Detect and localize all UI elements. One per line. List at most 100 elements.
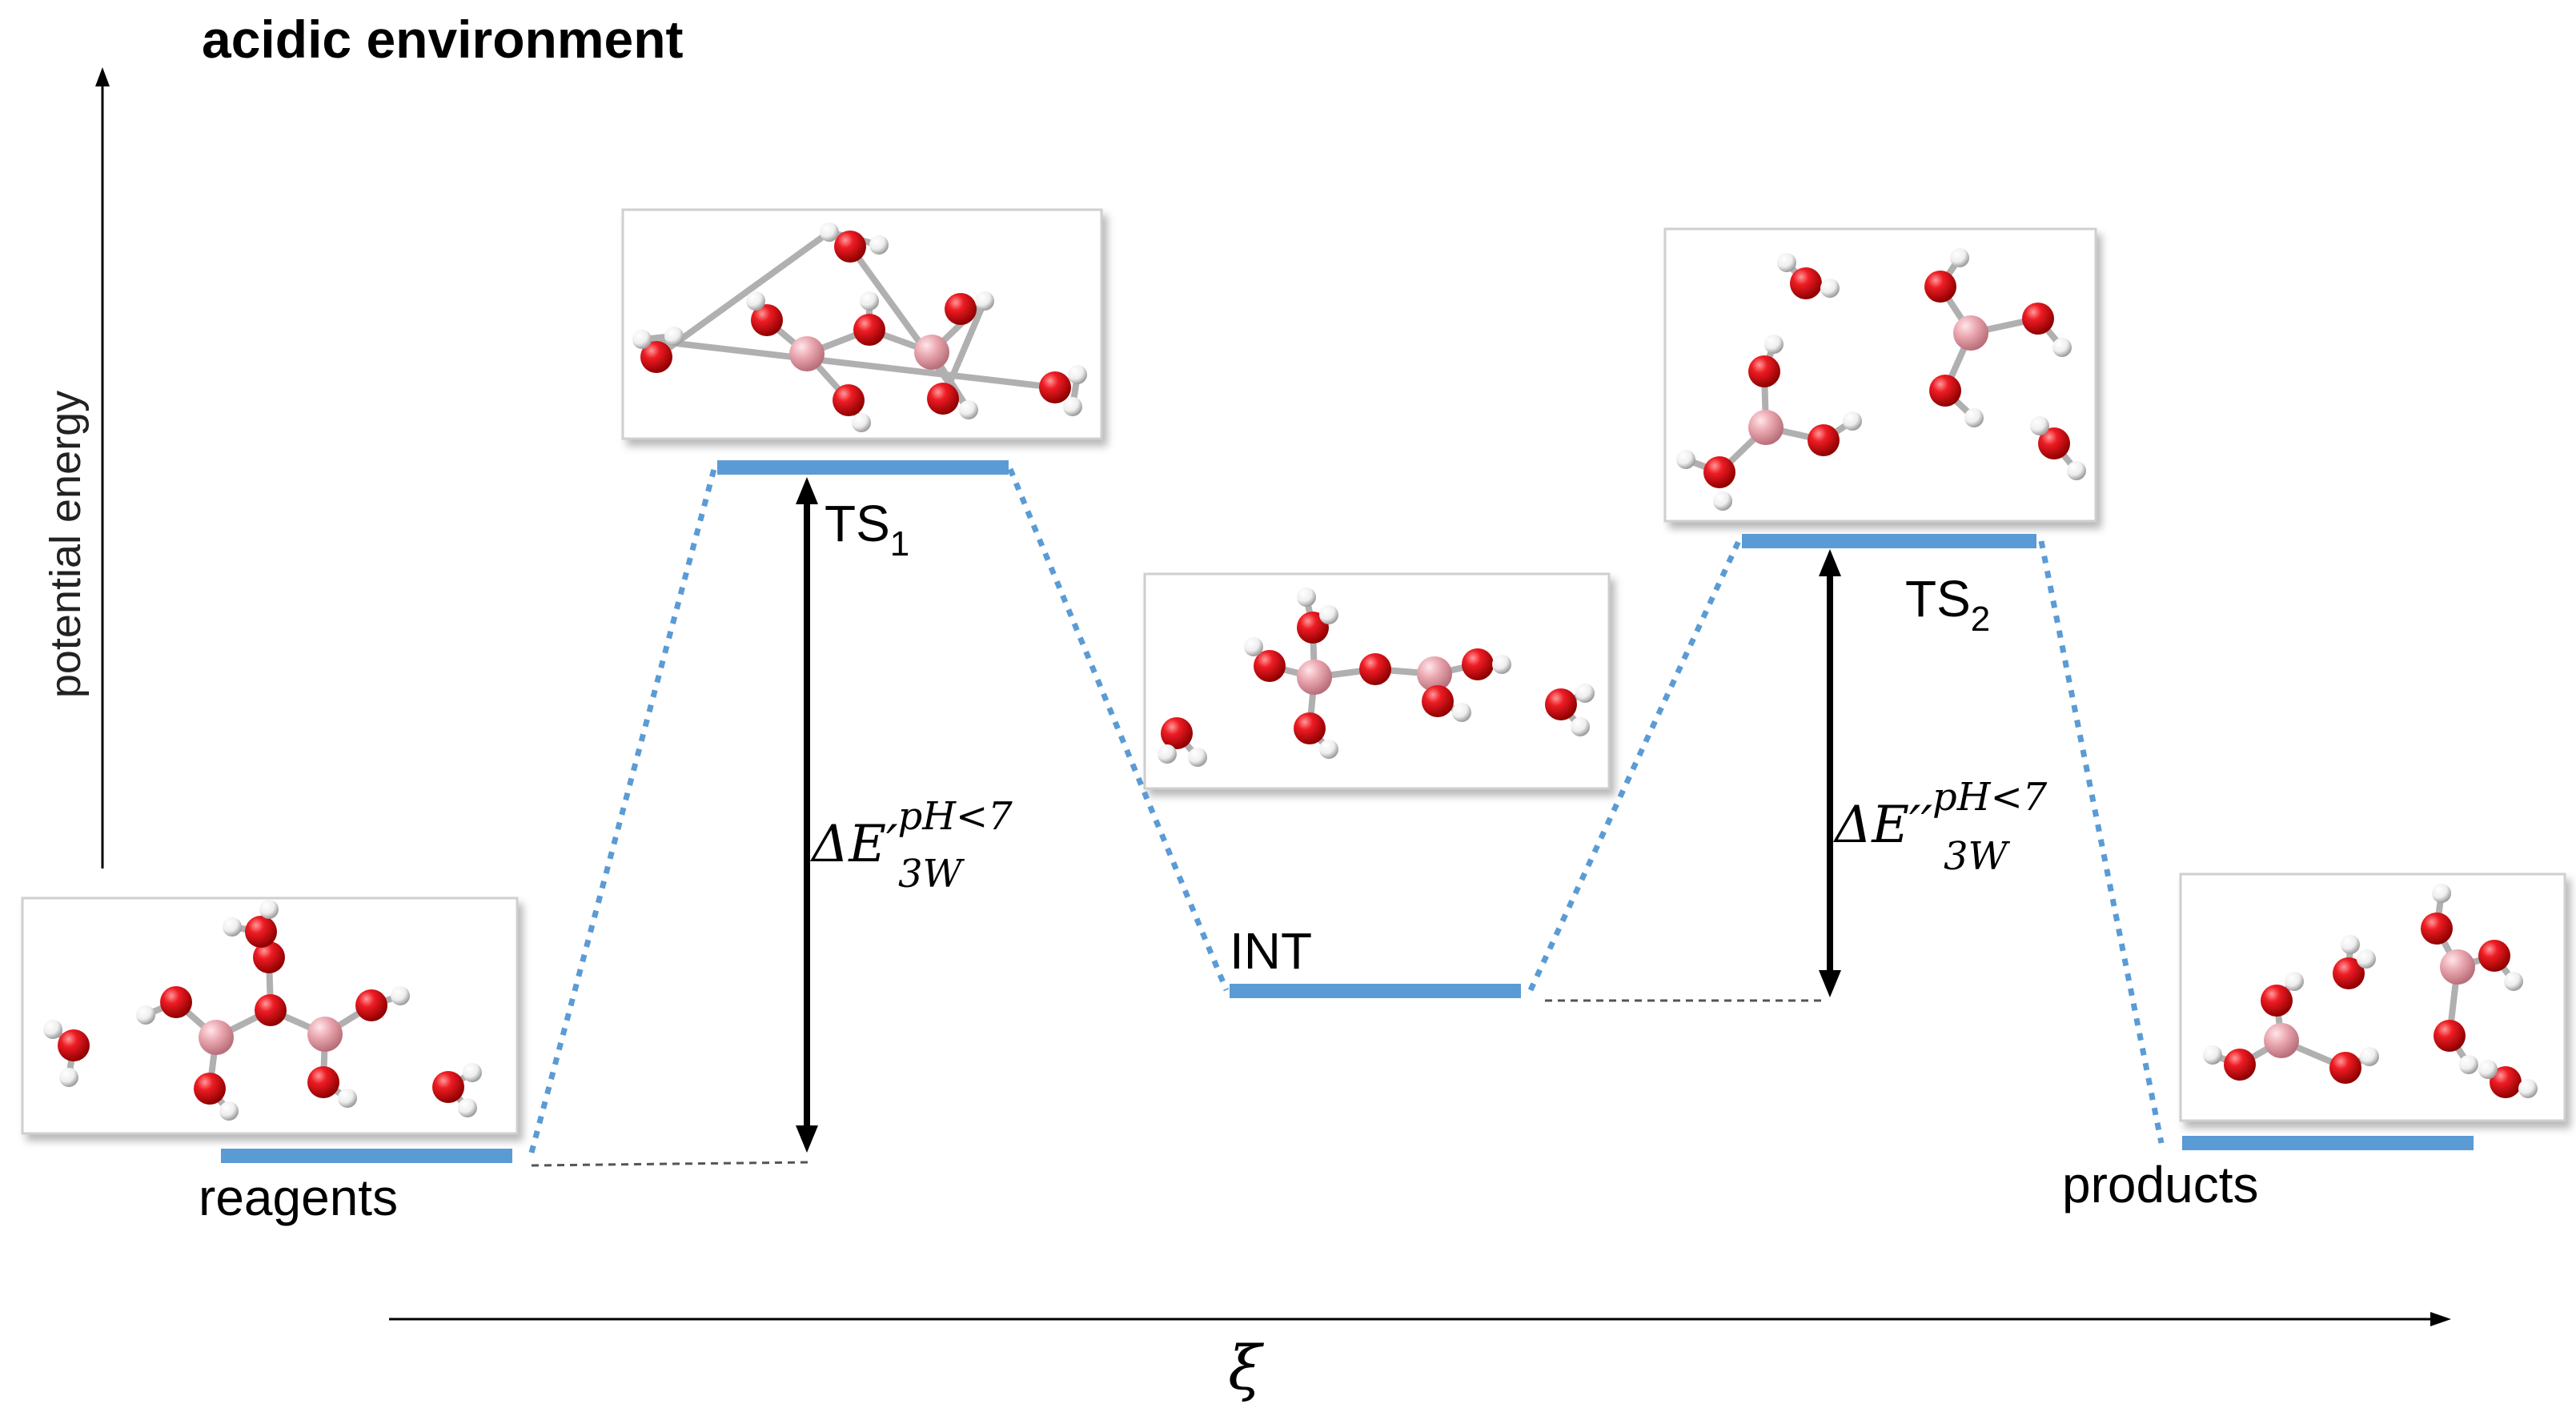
hydrogen-atom [2357,949,2376,969]
oxygen-atom [1808,424,1840,456]
hydrogen-atom [1492,655,1511,674]
oxygen-atom [432,1071,464,1103]
hydrogen-atom [1068,365,1087,384]
oxygen-atom [253,941,285,973]
hydrogen-atom [852,413,871,432]
hydrogen-atom [2432,884,2451,903]
boron-atom [1297,660,1332,695]
hydrogen-atom [136,1005,155,1025]
hydrogen-atom [463,1063,482,1082]
oxygen-atom [245,916,277,948]
oxygen-atom [833,384,865,416]
ts2-label-main: TS [1905,570,1971,628]
bond [653,229,833,360]
hydrogen-atom [1713,491,1732,511]
oxygen-atom [1422,685,1454,717]
hydrogen-atom [869,235,889,255]
hydrogen-atom [2360,1047,2379,1066]
oxygen-atom [2421,913,2453,945]
oxygen-atom [1703,456,1735,488]
ts2-label-sub: 2 [1971,600,1990,639]
hydrogen-atom [746,291,765,311]
hydrogen-atom [458,1098,477,1117]
atoms [1158,588,1595,767]
barrier-label-1-delta: ΔE′ [809,815,898,874]
hydrogen-atom [1319,605,1338,624]
hydrogen-atom [1571,717,1590,736]
hydrogen-atom [219,1101,239,1121]
oxygen-atom [1039,371,1071,403]
hydrogen-atom [2203,1045,2222,1065]
barrier-label-2: ΔE′′pH<7 [1832,775,2048,855]
ts1-label: TS1 [825,495,909,564]
reagents-reference-line [531,1161,811,1167]
y-axis-label: potential energy [42,391,90,698]
hydrogen-atom [1244,637,1263,656]
hydrogen-atom [1188,748,1207,767]
oxygen-atom [58,1029,90,1061]
hydrogen-atom [2504,972,2523,991]
oxygen-atom [1254,650,1286,682]
atoms [43,900,482,1121]
oxygen-atom [307,1066,339,1098]
hydrogen-atom [223,917,242,937]
hydrogen-atom [632,330,652,349]
hydrogen-atom [259,900,279,919]
hydrogen-atom [391,986,410,1005]
oxygen-atom [834,231,866,263]
y-axis [95,67,110,868]
barrier-arrow-2 [1819,549,1841,997]
barrier-label-2-sub: 3W [1944,834,2011,879]
boron-atom [1417,656,1452,692]
oxygen-atom [2224,1049,2256,1081]
hydrogen-atom [2459,1055,2478,1074]
boron-atom [1953,315,1988,351]
oxygen-atom [853,314,885,346]
oxygen-atom [1462,648,1494,680]
hydrogen-atom [860,291,879,311]
hydrogen-atom [1158,744,1177,764]
hydrogen-atom [2067,461,2086,480]
oxygen-atom [751,304,783,336]
oxygen-atom [1748,355,1780,387]
atoms [1676,248,2086,511]
oxygen-atom [2329,1052,2361,1084]
boron-atom [2264,1023,2299,1058]
hydrogen-atom [2518,1079,2538,1098]
bond [639,336,1058,391]
hydrogen-atom [1063,397,1082,416]
oxygen-atom [2022,303,2054,335]
boron-atom [789,336,825,371]
diagram-title: acidic environment [202,10,684,69]
hydrogen-atom [2285,972,2304,991]
products-label: products [2062,1156,2258,1213]
hydrogen-atom [1843,411,1862,431]
hydrogen-atom [1764,335,1784,354]
int-label: INT [1230,922,1312,980]
barrier-label-1-sub: 3W [898,852,965,897]
hydrogen-atom [2341,935,2360,954]
boron-atom [307,1017,343,1052]
hydrogen-atom [1452,703,1471,722]
oxygen-atom [2434,1020,2466,1052]
oxygen-atom [2333,957,2365,989]
hydrogen-atom [2052,338,2072,357]
oxygen-atom [1790,267,1822,299]
x-axis-label: ξ [1228,1332,1264,1403]
hydrogen-atom [664,327,684,346]
oxygen-atom [1924,271,1956,303]
boron-atom [1748,410,1784,445]
oxygen-atom [2038,427,2070,459]
ts1-label-main: TS [825,495,890,552]
oxygen-atom [927,383,959,415]
barrier-arrow-1 [796,477,818,1153]
hydrogen-atom [338,1089,357,1108]
x-axis [389,1312,2451,1326]
oxygen-atom [194,1073,226,1105]
barrier-label-1-sup: pH<7 [897,794,1013,839]
boron-atom [199,1020,234,1055]
hydrogen-atom [1575,684,1595,703]
path-connectors [528,467,2165,1153]
hydrogen-atom [1777,253,1796,272]
